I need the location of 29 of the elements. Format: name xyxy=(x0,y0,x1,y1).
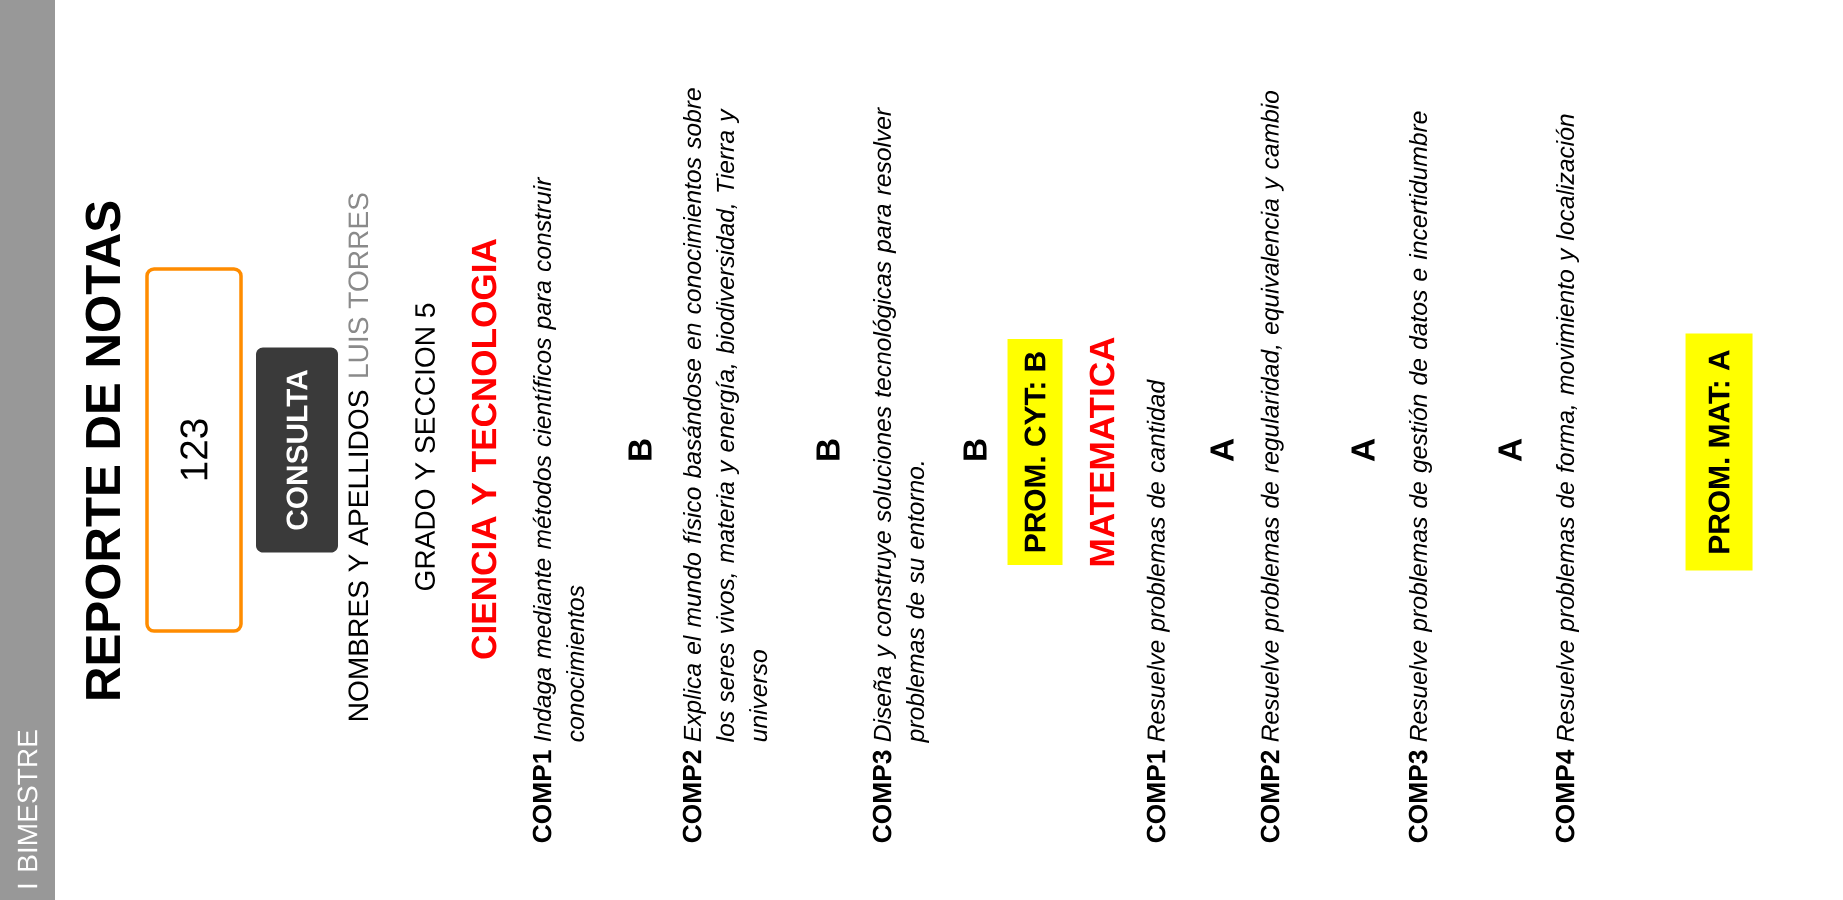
competency-description: Resuelve problemas de gestión de datos e incertidumbre xyxy=(1408,111,1432,742)
competency-code: COMP3 xyxy=(1408,750,1428,843)
competency-code: COMP2 xyxy=(1260,750,1280,843)
average-highlight: PROM. CYT: B xyxy=(1007,339,1063,565)
competency-description: Explica el mundo físico basándose en conocimientos sobre los seres vivos, materia y energía, biodiversidad, Tierra y universo xyxy=(682,88,768,742)
average-highlight: PROM. MAT: A xyxy=(1685,333,1753,571)
grade-letter: A xyxy=(1351,438,1375,462)
competency-code: COMP1 xyxy=(532,750,552,843)
competency-description: Resuelve problemas de forma, movimiento y localización xyxy=(1555,114,1579,742)
input-field: 123 xyxy=(145,267,243,633)
field-label: NOMBRES Y APELLIDOS xyxy=(348,390,369,720)
competency-description: Resuelve problemas de regularidad, equivalencia y cambio xyxy=(1260,90,1284,742)
page-title: REPORTE DE NOTAS xyxy=(85,201,121,699)
grade-letter: B xyxy=(816,439,840,460)
competency-code: COMP3 xyxy=(872,750,892,843)
grade-letter: A xyxy=(1498,438,1522,462)
submit-button: CONSULTA xyxy=(256,347,338,553)
subject-heading: CIENCIA Y TECNOLOGIA xyxy=(471,239,497,659)
competency-code: COMP2 xyxy=(682,750,702,843)
student-name: LUIS TORRES xyxy=(348,193,369,377)
grade-letter: A xyxy=(1210,438,1234,462)
competency-description: Indaga mediante métodos científicos para construir conocimientos xyxy=(532,176,585,742)
grade-letter: B xyxy=(628,439,652,460)
competency-description: Diseña y construye soluciones tecnológicas para resolver problemas de su entorno. xyxy=(872,107,929,743)
competency-description: Resuelve problemas de cantidad xyxy=(1146,379,1170,742)
competency-code: COMP1 xyxy=(1146,750,1166,843)
competency-code: COMP4 xyxy=(1555,749,1575,843)
field-label: GRADO Y SECCION 5 xyxy=(415,303,435,591)
sidebar-band: I BIMESTRE xyxy=(0,0,55,900)
